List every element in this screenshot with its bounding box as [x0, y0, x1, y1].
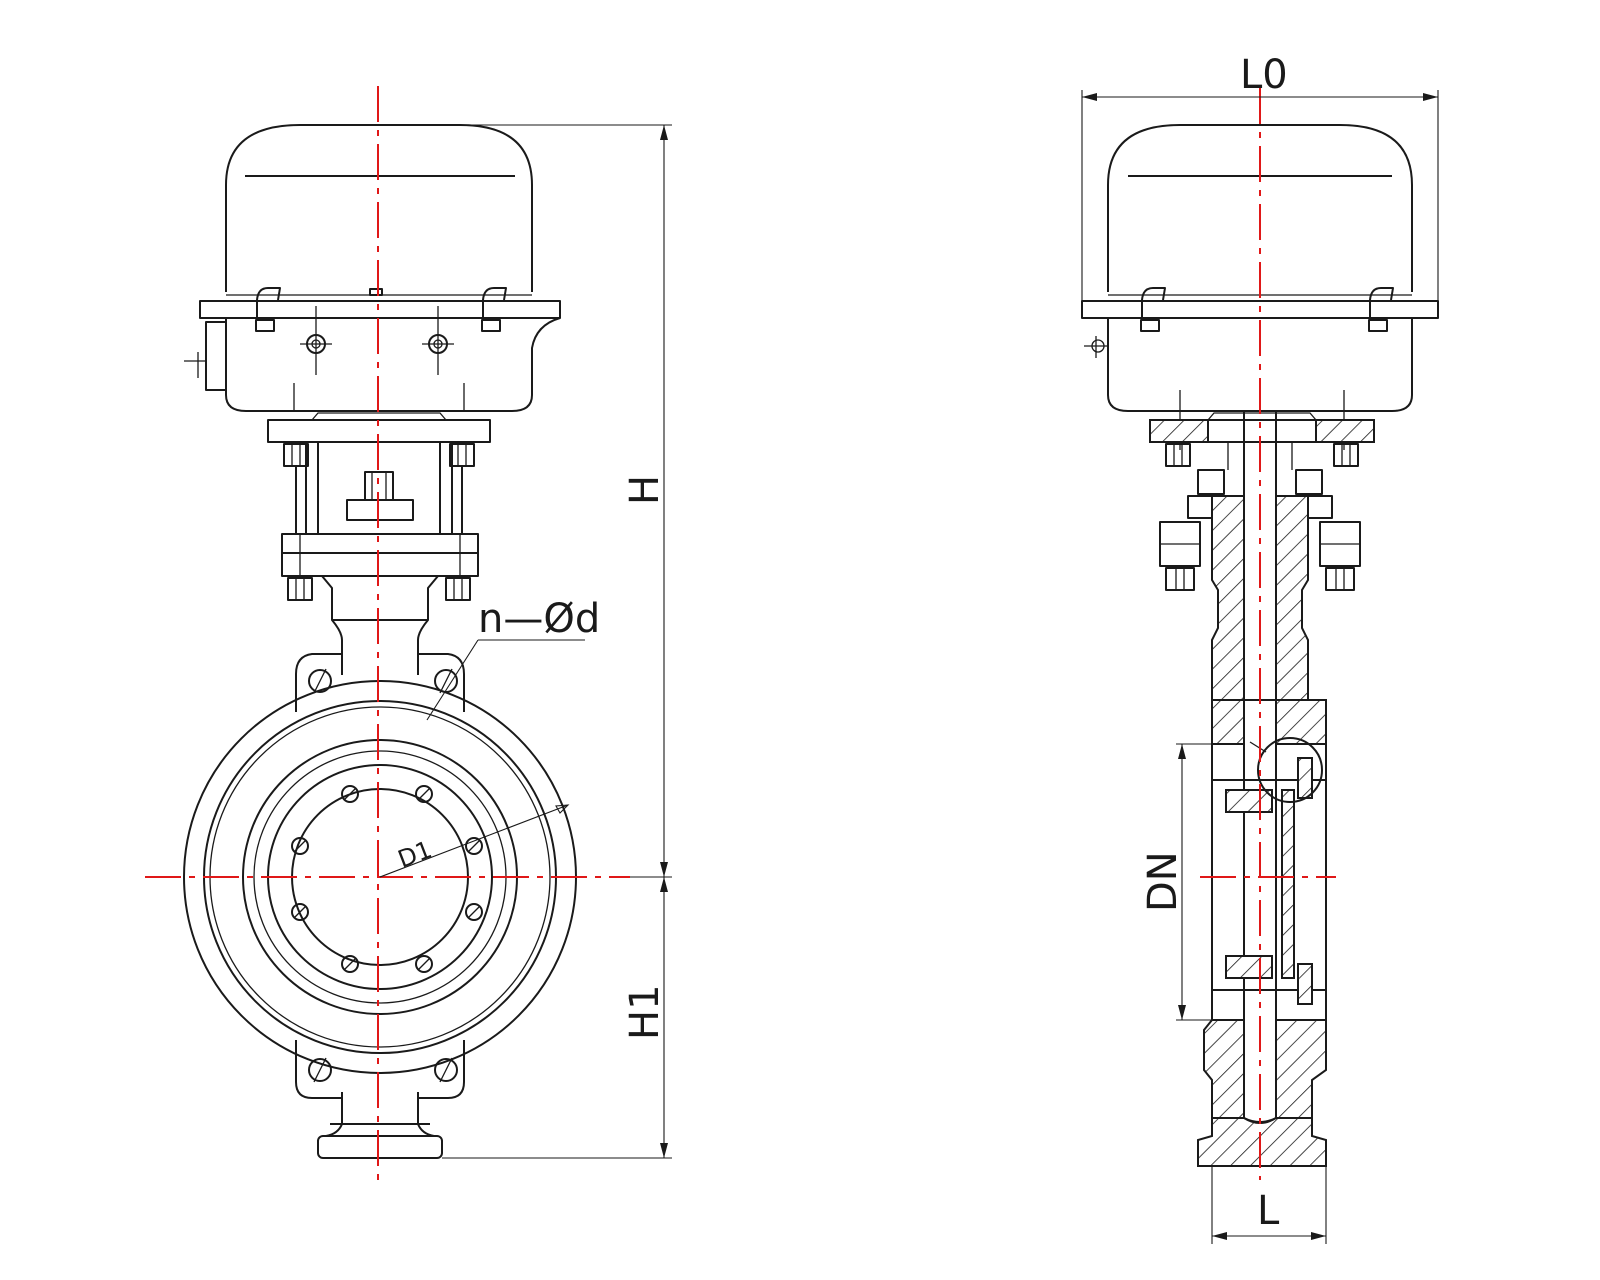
- bolt-hole: [341, 785, 359, 803]
- clamp-latch-left: [255, 287, 281, 332]
- lower-bracket-flange: [281, 533, 479, 577]
- bolt-hole: [291, 903, 309, 921]
- nd-leader: [426, 639, 479, 721]
- handwheel-stub: [184, 321, 226, 391]
- side-view: L0 DN L: [1081, 52, 1439, 1244]
- side-body-lower-right: [1275, 1019, 1327, 1119]
- side-actuator-cover: [1107, 124, 1413, 292]
- bracket-posts: [295, 442, 463, 534]
- bolt-hole: [415, 955, 433, 973]
- side-adapter-nut-left: [1165, 443, 1191, 467]
- clamp-latch-right: [481, 287, 507, 332]
- bolt-hole: [465, 837, 483, 855]
- side-clamp-latch-right: [1368, 287, 1394, 332]
- side-handwheel-stub: [1084, 336, 1108, 358]
- front-view: D1 n—Ød H H1: [145, 86, 672, 1180]
- l0-dimension: [1081, 90, 1439, 301]
- top-lug: [295, 653, 465, 712]
- l0-label: L0: [1240, 52, 1288, 98]
- side-adapter-flange: [1149, 412, 1375, 443]
- actuator-cover: [225, 124, 533, 292]
- bolt-hole: [415, 785, 433, 803]
- h1-dimension: [442, 877, 672, 1159]
- housing-screw-right: [422, 306, 454, 375]
- dn-dimension: [1176, 743, 1212, 1021]
- bolt-hole: [291, 837, 309, 855]
- side-body-upper-left: [1211, 699, 1245, 745]
- actuator-plate: [199, 300, 561, 319]
- bracket-nut-top-right: [449, 443, 475, 467]
- bottom-neck: [325, 1092, 435, 1137]
- side-neck-left: [1211, 495, 1245, 701]
- actuator-housing: [225, 317, 561, 412]
- h-label: H: [622, 475, 668, 505]
- side-actuator-plate: [1081, 300, 1439, 319]
- bracket-nut-bottom-left: [287, 577, 313, 601]
- housing-screw-left: [300, 306, 332, 375]
- stem-coupling: [346, 471, 414, 521]
- l-dimension: [1211, 1166, 1327, 1244]
- lug-hole-bottom-left: [308, 1057, 332, 1083]
- bottom-lug: [295, 1040, 465, 1099]
- body-neck: [321, 575, 439, 675]
- d1-label: D1: [394, 835, 436, 873]
- side-body-lower-left: [1203, 1019, 1245, 1119]
- h1-label: H1: [622, 984, 668, 1040]
- side-body-upper-right: [1275, 699, 1327, 745]
- l-label: L: [1257, 1188, 1280, 1234]
- bolt-hole: [341, 955, 359, 973]
- lug-hole-top-left: [308, 668, 332, 694]
- side-neck-right: [1275, 495, 1309, 701]
- nd-label: n—Ød: [478, 596, 600, 642]
- bolt-holes: [291, 785, 483, 973]
- dn-label: DN: [1140, 851, 1186, 912]
- h-dimension: [380, 124, 672, 878]
- d1-leader: [379, 804, 569, 878]
- bracket-nut-bottom-right: [445, 577, 471, 601]
- plate-tab-top: [369, 288, 383, 296]
- side-clamp-latch-left: [1140, 287, 1166, 332]
- bottom-foot: [317, 1135, 443, 1159]
- side-disc: [1211, 737, 1327, 1005]
- side-gland-bolts: [1159, 469, 1361, 591]
- bracket-nut-top-left: [283, 443, 309, 467]
- bolt-hole: [465, 903, 483, 921]
- side-adapter-nut-right: [1333, 443, 1359, 467]
- lug-hole-bottom-right: [434, 1057, 458, 1083]
- side-body-foot: [1197, 1117, 1327, 1167]
- adapter-neck: [311, 412, 447, 421]
